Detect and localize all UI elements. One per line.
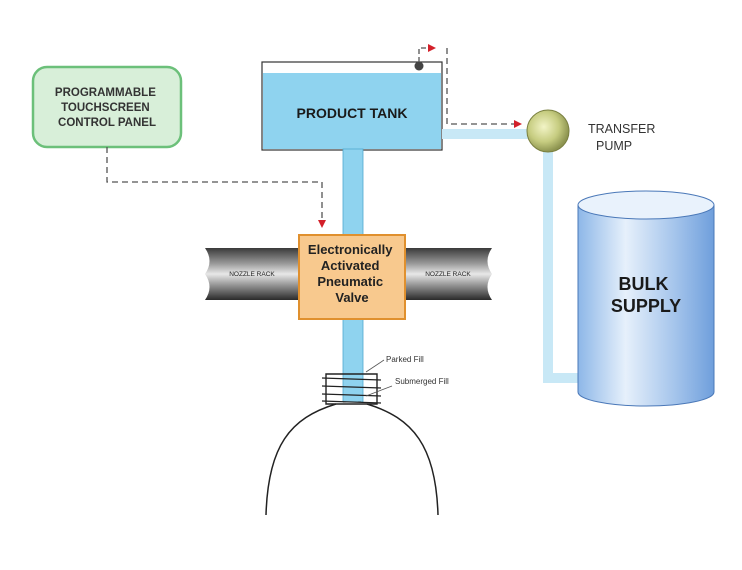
valve-label-line-2: Activated [321, 258, 380, 273]
product-tank: PRODUCT TANK [261, 61, 443, 151]
bulk-supply-label-line-2: SUPPLY [611, 296, 681, 316]
product-tank-label: PRODUCT TANK [297, 105, 408, 121]
valve-label-line-4: Valve [335, 290, 368, 305]
nozzle-rack-right-label: NOZZLE RACK [425, 271, 471, 278]
fill-level-callouts: Parked Fill Submerged Fill [365, 355, 449, 397]
valve-label-line-1: Electronically [308, 242, 393, 257]
pump-label-line-1: TRANSFER [588, 122, 655, 136]
control-signal-line [106, 147, 326, 228]
svg-text:Electronically Activated: Electronically Activated Pneumatic Valve [308, 242, 396, 305]
submerged-fill-label: Submerged Fill [395, 377, 449, 386]
fill-nozzle-pipe [342, 148, 364, 237]
svg-text:TRANSFER PUMP: TRANSFER PUMP [588, 122, 659, 153]
pump-icon [526, 109, 570, 153]
nozzle-rack-left [205, 248, 300, 300]
svg-text:PROGRAMMABLE TOUCHSCREEN: PROGRAMMABLE TOUCHSCREEN CONTROL PANEL [55, 87, 159, 129]
transfer-pump: TRANSFER PUMP [526, 109, 659, 153]
pump-to-bulk-pipe [543, 148, 584, 383]
fill-nozzle-tip [342, 317, 364, 403]
pneumatic-valve: Electronically Activated Pneumatic Valve [298, 234, 406, 320]
bulk-supply-tank: BULK SUPPLY [577, 190, 715, 407]
control-panel-label-line-2: TOUCHSCREEN [61, 102, 150, 114]
bulk-supply-label-line-1: BULK [618, 274, 668, 294]
svg-text:BULK SUPPLY: BULK SUPPLY [611, 274, 681, 316]
control-panel-label-line-3: CONTROL PANEL [58, 117, 156, 129]
control-panel: PROGRAMMABLE TOUCHSCREEN CONTROL PANEL [31, 65, 183, 149]
nozzle-rack-right [405, 248, 492, 300]
valve-label-line-3: Pneumatic [317, 274, 383, 289]
level-sensor-signal-line [418, 44, 436, 62]
control-panel-label-line-1: PROGRAMMABLE [55, 87, 156, 99]
tank-to-pump-pipe [442, 129, 530, 139]
parked-fill-label: Parked Fill [386, 355, 424, 364]
nozzle-rack: NOZZLE RACK NOZZLE RACK [205, 248, 492, 300]
pump-label-line-2: PUMP [596, 139, 632, 153]
level-sensor-icon [414, 61, 424, 71]
bottle [265, 373, 439, 516]
nozzle-rack-left-label: NOZZLE RACK [229, 271, 275, 278]
pump-control-signal-line [446, 48, 522, 128]
